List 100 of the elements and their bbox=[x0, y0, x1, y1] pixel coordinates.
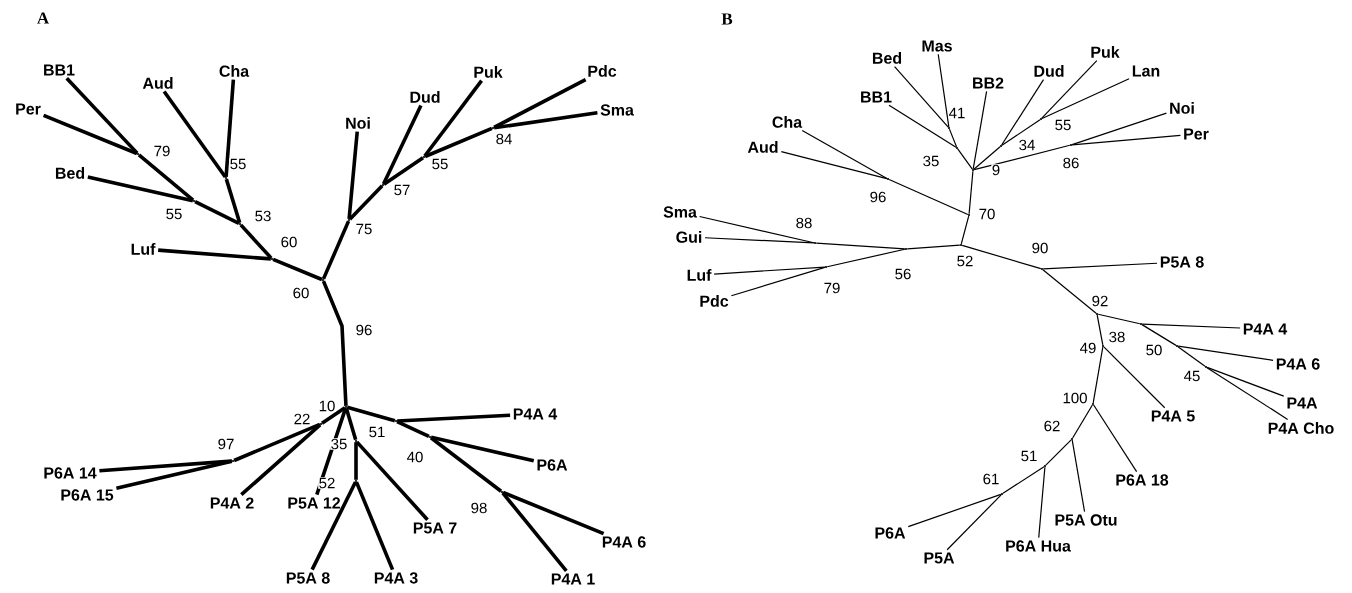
taxon-label: P4A 4 bbox=[513, 408, 558, 420]
taxon-label: Sma bbox=[600, 104, 634, 116]
taxon-label: Per bbox=[1184, 128, 1209, 140]
bootstrap-value: 9 bbox=[991, 164, 1001, 176]
taxon-label: Dud bbox=[410, 91, 440, 103]
tree-branch bbox=[1072, 404, 1093, 439]
tree-branch bbox=[224, 79, 236, 177]
taxon-label: P4A 3 bbox=[374, 572, 418, 584]
taxon-label: Sma bbox=[663, 206, 697, 218]
tree-branch bbox=[321, 280, 348, 406]
tree-branch bbox=[1041, 78, 1130, 120]
tree-branch bbox=[42, 113, 138, 156]
bootstrap-value: 92 bbox=[1091, 295, 1109, 307]
bootstrap-value: 35 bbox=[330, 438, 348, 450]
taxon-label: Pdc bbox=[700, 295, 729, 307]
tree-branch bbox=[1141, 323, 1241, 329]
tree-branch bbox=[1041, 59, 1098, 119]
tree-branch bbox=[397, 413, 511, 423]
tree-branch bbox=[906, 244, 961, 250]
bootstrap-value: 98 bbox=[470, 502, 488, 514]
tree-branch bbox=[65, 76, 139, 155]
tree-branch bbox=[87, 175, 194, 203]
taxon-label: BB1 bbox=[44, 64, 75, 76]
tree-branch bbox=[354, 481, 395, 571]
tree-branch bbox=[1097, 313, 1141, 325]
tree-branch bbox=[315, 407, 348, 496]
tree-branch bbox=[1042, 262, 1158, 270]
taxon-label: P4A 6 bbox=[602, 536, 646, 548]
tree-branch bbox=[1177, 345, 1274, 361]
bootstrap-value: 10 bbox=[318, 400, 336, 412]
taxon-label: P6A 14 bbox=[44, 467, 97, 479]
bootstrap-value: 55 bbox=[165, 208, 183, 220]
tree-branch bbox=[815, 242, 906, 250]
tree-branch bbox=[973, 144, 1071, 171]
bootstrap-value: 88 bbox=[795, 217, 813, 229]
bootstrap-value: 55 bbox=[1054, 119, 1072, 131]
bootstrap-value: 49 bbox=[1079, 342, 1097, 354]
taxon-label: Mas bbox=[922, 40, 952, 52]
tree-branch bbox=[907, 493, 1002, 528]
bootstrap-value: 45 bbox=[1183, 370, 1201, 382]
taxon-label: Aud bbox=[142, 77, 173, 89]
taxon-label: P4A 4 bbox=[1243, 323, 1288, 335]
bootstrap-value: 34 bbox=[1018, 139, 1036, 151]
bootstrap-value: 96 bbox=[355, 324, 373, 336]
taxon-label: Puk bbox=[474, 66, 503, 78]
bootstrap-value: 62 bbox=[1043, 420, 1061, 432]
bootstrap-value: 97 bbox=[217, 438, 235, 450]
bootstrap-value: 90 bbox=[1031, 242, 1049, 254]
bootstrap-value: 52 bbox=[318, 477, 336, 489]
tree-branch bbox=[423, 79, 483, 158]
bootstrap-value: 75 bbox=[355, 223, 373, 235]
tree-branch bbox=[493, 111, 598, 130]
bootstrap-value: 55 bbox=[431, 158, 449, 170]
tree-branch bbox=[321, 406, 347, 425]
tree-branch bbox=[948, 128, 958, 148]
tree-branch bbox=[424, 126, 493, 159]
tree-branch bbox=[194, 199, 240, 226]
taxon-label: Cha bbox=[219, 65, 250, 77]
bootstrap-value: 84 bbox=[495, 133, 513, 145]
tree-branch bbox=[224, 178, 242, 224]
bootstrap-value: 79 bbox=[153, 145, 171, 157]
tree-branch bbox=[501, 491, 568, 572]
tree-branch bbox=[348, 184, 384, 221]
taxon-label: Noi bbox=[346, 117, 370, 129]
tree-branch bbox=[972, 90, 988, 170]
bootstrap-value: 35 bbox=[922, 155, 940, 167]
tree-branch bbox=[1042, 269, 1097, 314]
taxon-label: P4A 2 bbox=[210, 497, 254, 509]
tree-branch bbox=[1001, 78, 1045, 146]
bootstrap-value: 100 bbox=[1062, 392, 1088, 404]
tree-branch bbox=[1096, 314, 1104, 346]
bootstrap-value: 86 bbox=[1062, 157, 1080, 169]
taxon-label: Luf bbox=[131, 243, 156, 255]
tree-branch bbox=[239, 223, 273, 260]
taxon-label: Pdc bbox=[588, 65, 617, 77]
tree-branch bbox=[730, 266, 826, 297]
taxon-label: P5A 7 bbox=[413, 522, 457, 534]
tree-branch bbox=[1045, 439, 1072, 466]
tree-branch bbox=[968, 170, 974, 215]
tree-branch bbox=[429, 436, 503, 493]
tree-branch bbox=[310, 481, 358, 571]
tree-branch bbox=[888, 104, 957, 148]
taxon-label: BB2 bbox=[973, 77, 1004, 89]
taxon-label: P5A bbox=[924, 552, 955, 564]
bootstrap-value: 55 bbox=[229, 158, 247, 170]
tree-branch bbox=[355, 440, 429, 521]
tree-branch bbox=[1038, 466, 1046, 539]
tree-branch bbox=[240, 423, 322, 497]
taxon-label: P4A 6 bbox=[1276, 358, 1320, 370]
panel-letter: B bbox=[721, 13, 733, 25]
tree-branch bbox=[1071, 112, 1167, 146]
bootstrap-value: 70 bbox=[978, 208, 996, 220]
tree-branch bbox=[1092, 346, 1104, 404]
taxon-label: P6A bbox=[537, 459, 568, 471]
tree-branch bbox=[973, 146, 1001, 170]
taxon-label: Cha bbox=[772, 116, 803, 128]
panel-letter: A bbox=[37, 12, 50, 24]
tree-branch bbox=[347, 131, 359, 219]
taxon-label: P4A bbox=[1287, 397, 1318, 409]
tree-branch bbox=[1103, 346, 1166, 409]
